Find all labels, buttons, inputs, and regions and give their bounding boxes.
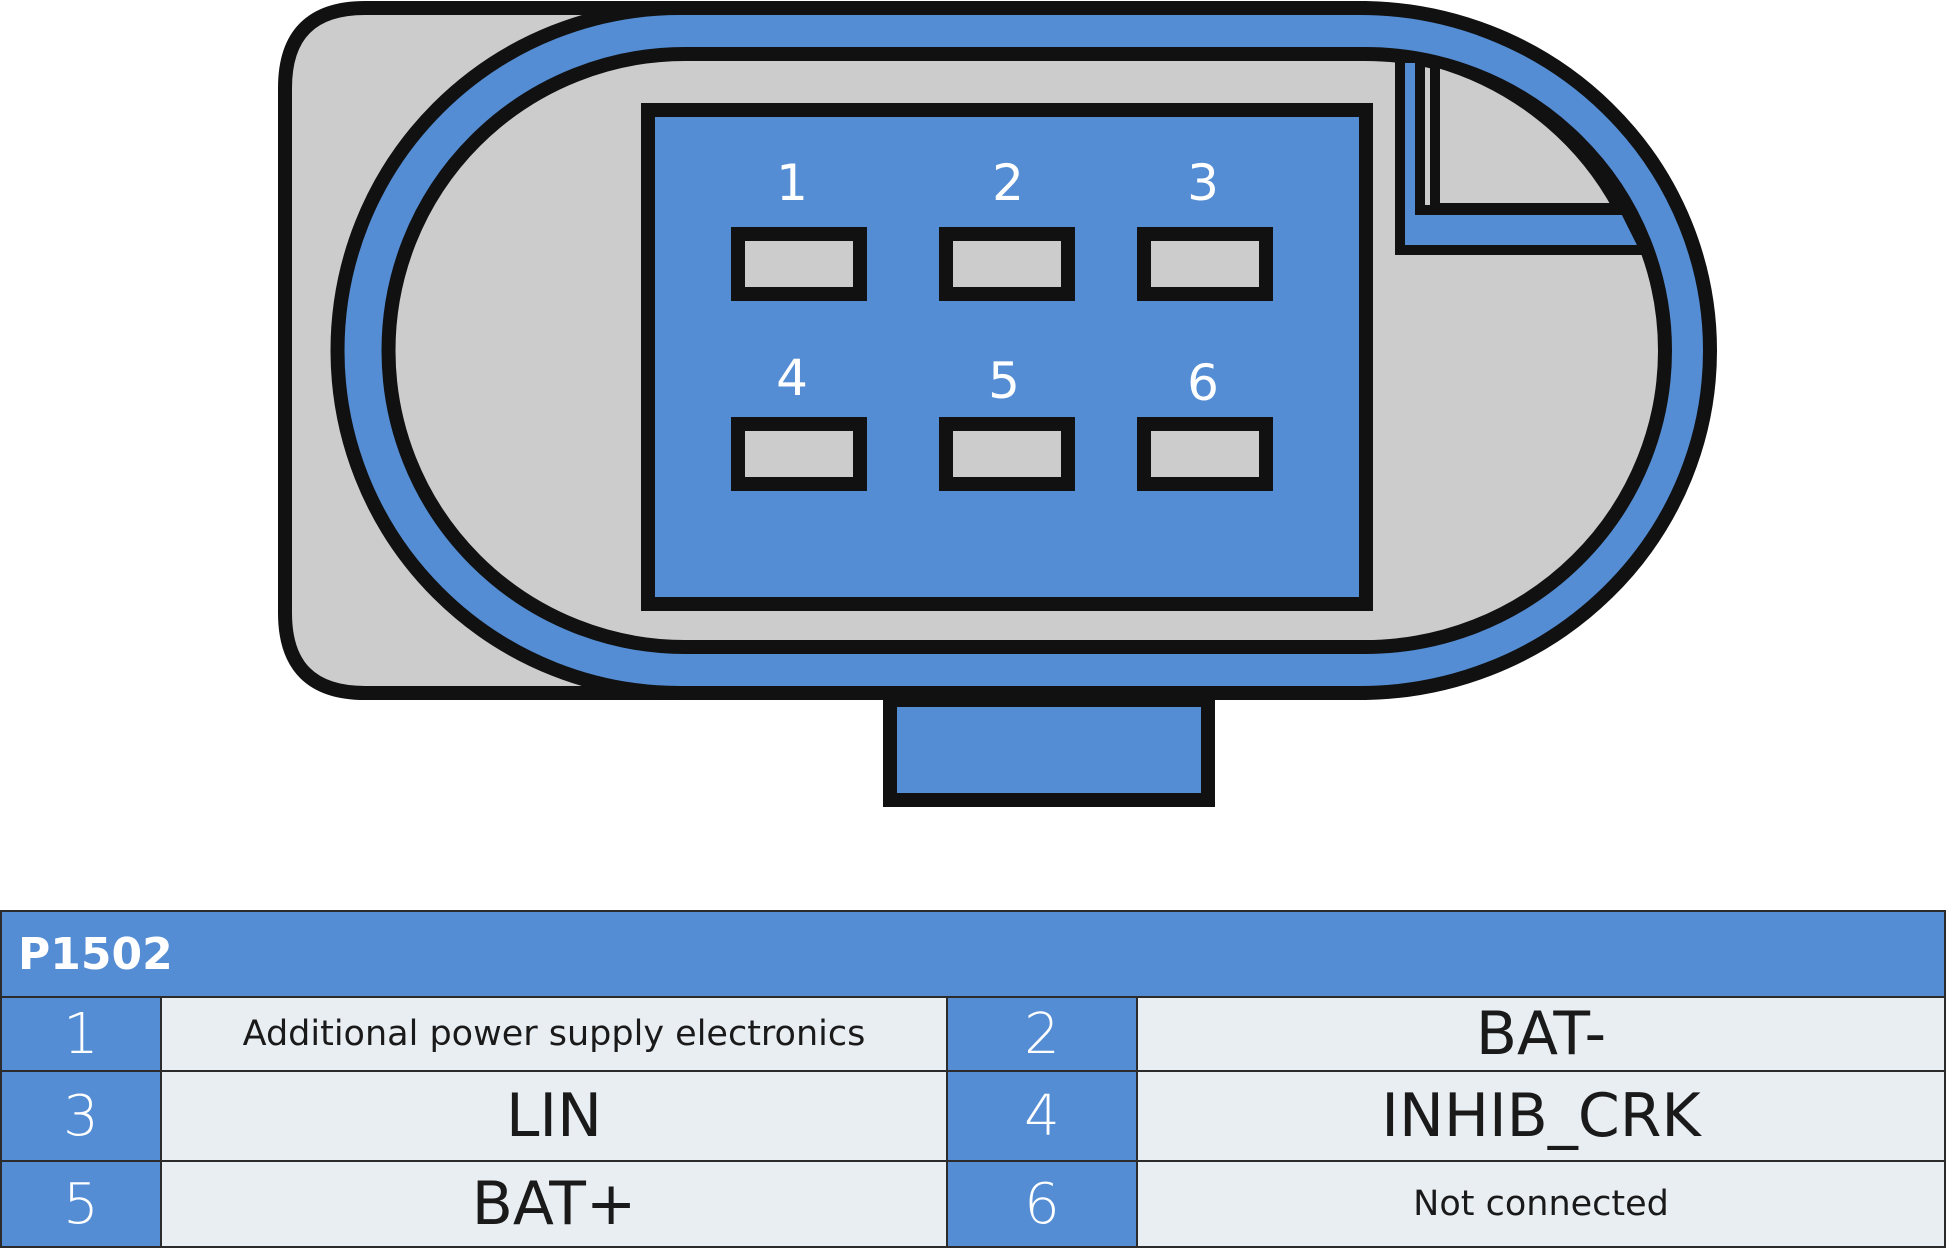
pin-block (641, 103, 1373, 611)
table-row: 3 LIN 4 INHIB_CRK (0, 1070, 1946, 1162)
pin-number-cell: 4 (946, 1070, 1138, 1162)
pin-signal-cell: BAT+ (160, 1160, 948, 1248)
pin-socket-3 (1137, 227, 1273, 301)
pin-socket-4 (731, 417, 867, 491)
pin-label-6: 6 (1187, 354, 1219, 412)
pin-signal-cell: LIN (160, 1070, 948, 1162)
pin-number-cell: 6 (946, 1160, 1138, 1248)
pin-number-cell: 3 (0, 1070, 162, 1162)
pin-label-5: 5 (988, 352, 1020, 410)
connector-diagram: 1 2 3 4 5 6 (278, 0, 1717, 807)
pin-number-cell: 1 (0, 996, 162, 1072)
table-title-row: P1502 (0, 910, 1946, 998)
pin-socket-6 (1137, 417, 1273, 491)
pin-socket-2 (939, 227, 1075, 301)
pin-signal-cell: Additional power supply electronics (160, 996, 948, 1072)
table-row: 1 Additional power supply electronics 2 … (0, 996, 1946, 1072)
pin-number-cell: 2 (946, 996, 1138, 1072)
table-row: 5 BAT+ 6 Not connected (0, 1160, 1946, 1248)
pin-signal-cell: BAT- (1135, 996, 1946, 1072)
connector-title: P1502 (0, 910, 1946, 998)
pin-socket-5 (939, 417, 1075, 491)
pin-label-4: 4 (776, 349, 808, 407)
pin-signal-cell: INHIB_CRK (1135, 1070, 1946, 1162)
pin-socket-1 (731, 227, 867, 301)
pin-signal-cell: Not connected (1135, 1160, 1946, 1248)
pinout-table: P1502 1 Additional power supply electron… (0, 910, 1946, 1248)
pin-label-2: 2 (992, 154, 1024, 212)
connector-latch (883, 693, 1215, 807)
connector-key-inner (1430, 55, 1627, 213)
pin-label-1: 1 (776, 154, 808, 212)
pin-number-cell: 5 (0, 1160, 162, 1248)
pin-label-3: 3 (1187, 154, 1219, 212)
